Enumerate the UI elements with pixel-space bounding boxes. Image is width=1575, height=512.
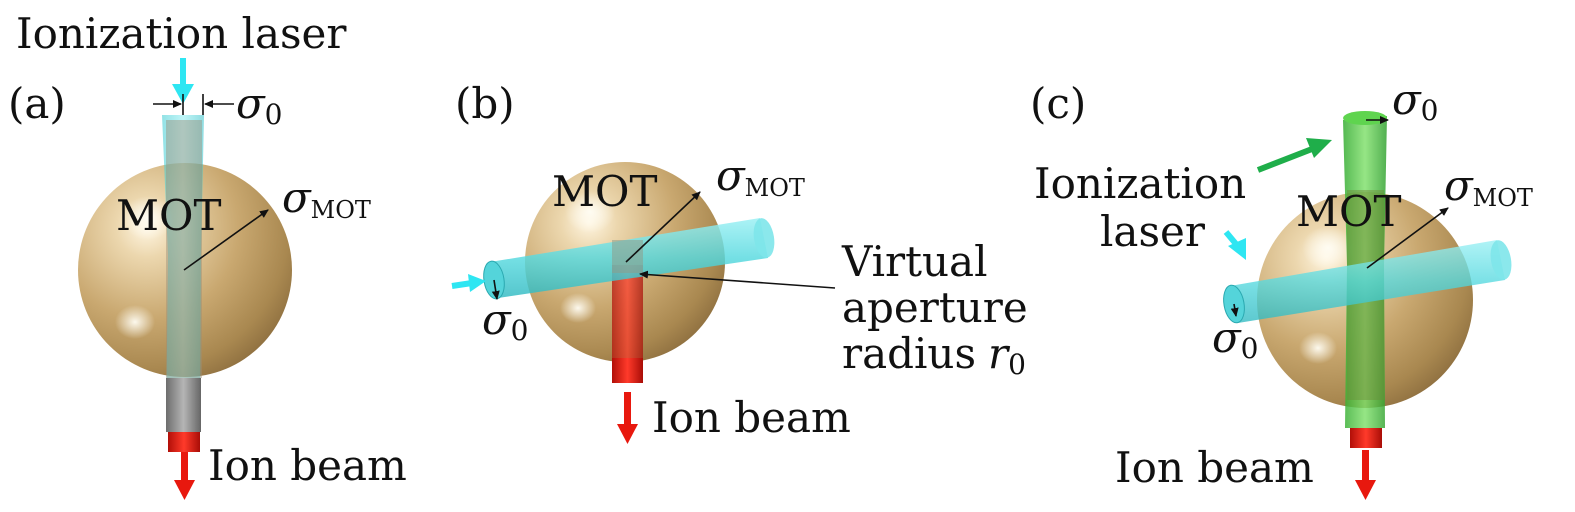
panel-a-ion-exit <box>168 432 200 452</box>
panel-a-sphere-highlight-2 <box>115 305 155 339</box>
panel-c-radius-arrow <box>1366 207 1449 269</box>
panel-a-ion-beam-label: Ion beam <box>208 441 407 490</box>
panel-b-sigma-mot: σMOT <box>716 151 805 202</box>
panel-a-sigma0-dimension <box>153 94 234 115</box>
panel-a-laser-overlap <box>166 120 202 378</box>
panel-b-sphere-highlight <box>565 191 615 233</box>
panel-b-sphere-highlight-2 <box>560 293 596 323</box>
panel-a-ionization-laser-label: Ionization laser <box>16 9 347 58</box>
panel-b-laser-arrow <box>451 274 486 292</box>
panel-c-cyan-arrow <box>1223 230 1246 260</box>
panel-b-mot-label: MOT <box>552 167 657 216</box>
panel-c-ion-exit <box>1350 428 1382 448</box>
panel-c-sigma-mot: σMOT <box>1444 161 1533 212</box>
panel-c-label: (c) <box>1030 79 1086 128</box>
panel-b-aperture-label: aperture <box>842 283 1028 332</box>
panel-b-ion-beam-label: Ion beam <box>652 393 851 442</box>
panel-c-sphere-highlight <box>1302 226 1354 270</box>
panel-b: (b) Ion beam MOT σMOT <box>451 79 1028 444</box>
panel-a-sphere-highlight <box>122 196 174 240</box>
panel-a-sigma-mot: σMOT <box>282 173 371 224</box>
panel-c-ion-arrow <box>1355 450 1376 500</box>
panel-c-sphere-highlight-2 <box>1299 332 1337 364</box>
panel-a: (a) Ionization laser Ion beam <box>8 9 407 500</box>
panel-b-ion-column <box>612 265 643 365</box>
panel-b-radius-arrow <box>625 191 701 263</box>
panel-c-ion-beam-label: Ion beam <box>1115 443 1314 492</box>
panel-a-ion-column <box>166 378 201 432</box>
panel-c-green-arrow <box>1256 138 1332 173</box>
panel-c: (c) Io <box>1030 75 1533 500</box>
panel-b-sigma0-arrow <box>491 279 500 300</box>
panel-b-label: (b) <box>455 79 515 128</box>
panel-c-sigma0-left: σ0 <box>1212 313 1259 365</box>
panel-a-laser-column <box>162 115 204 432</box>
panel-a-sigma0: σ0 <box>236 79 283 131</box>
panel-a-label: (a) <box>8 79 66 128</box>
panel-a-mot-label: MOT <box>116 191 221 240</box>
panel-c-ionization-label: Ionization <box>1034 159 1246 208</box>
panel-c-laser-label: laser <box>1100 207 1206 256</box>
panel-b-ion-arrow <box>617 392 638 444</box>
panel-a-ion-arrow <box>174 452 195 500</box>
panel-b-aperture-leader <box>639 270 836 289</box>
panel-c-cyan-laser <box>1223 240 1512 324</box>
panel-b-sigma0: σ0 <box>482 295 529 347</box>
panel-a-radius-arrow <box>183 209 269 271</box>
panel-b-virtual-label: Virtual <box>841 237 988 286</box>
panel-c-mot-label: MOT <box>1296 187 1401 236</box>
panel-c-sigma0-top: σ0 <box>1392 75 1439 127</box>
panel-b-laser-cylinder <box>483 218 775 300</box>
panel-c-sigma0-left-arrow <box>1230 303 1239 317</box>
panel-b-ion-exit <box>612 358 643 383</box>
